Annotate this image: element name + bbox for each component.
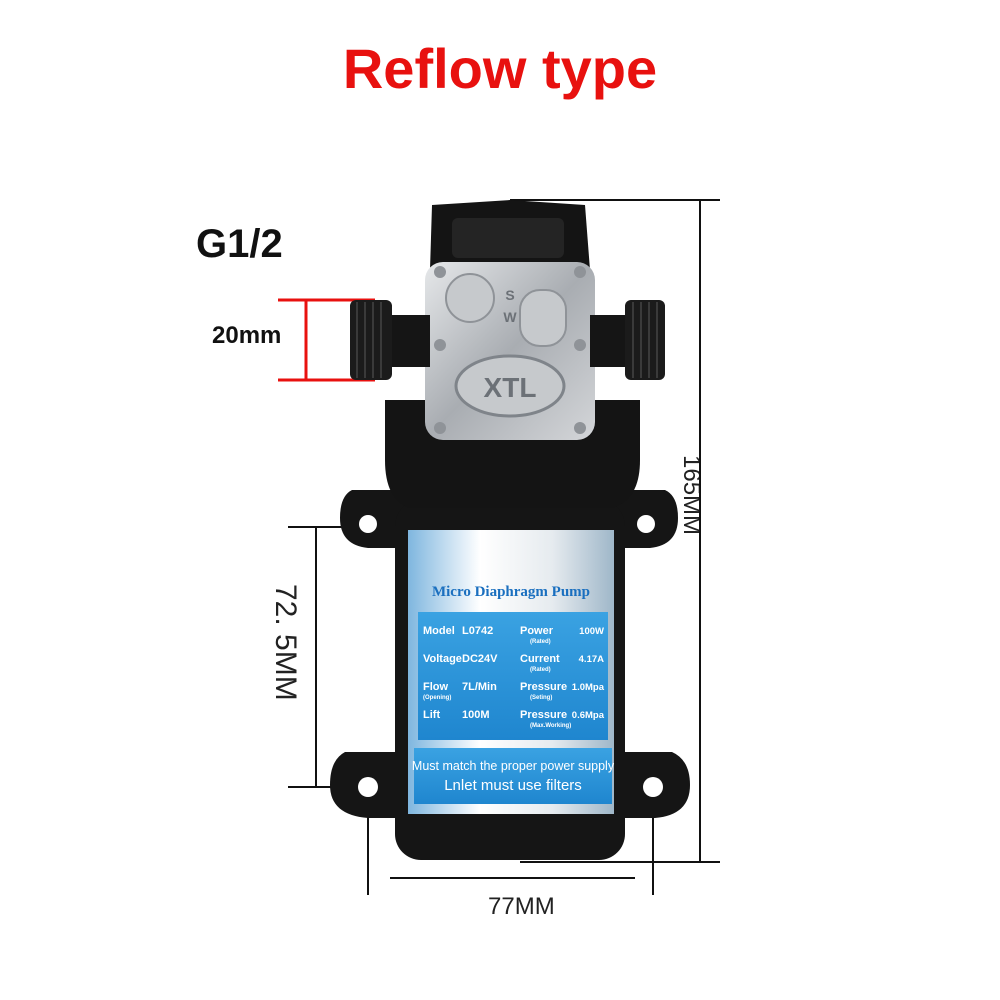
spec-key: Model xyxy=(423,625,455,637)
mount-hole-top-left xyxy=(359,515,377,533)
valve-mark-w: W xyxy=(503,309,517,325)
page-title: Reflow type xyxy=(342,37,658,100)
spec-value: L0742 xyxy=(462,625,493,637)
spec-key-2: Pressure xyxy=(520,709,567,721)
spec-key-2-note: (Seting) xyxy=(530,695,552,701)
inlet-port xyxy=(350,300,430,380)
outlet-port xyxy=(590,300,665,380)
spec-key-2: Power xyxy=(520,625,554,637)
mount-hole-bottom-right xyxy=(643,777,663,797)
spec-value: DC24V xyxy=(462,653,498,665)
mount-holes xyxy=(358,515,663,797)
valve-mark-s: S xyxy=(505,287,514,303)
spec-value-2: 4.17A xyxy=(579,654,604,665)
spec-key: Flow xyxy=(423,681,448,693)
spec-key-2-note: (Rated) xyxy=(530,667,551,673)
warning-panel xyxy=(414,748,612,804)
label-title: Micro Diaphragm Pump xyxy=(432,584,590,600)
spec-value-2: 100W xyxy=(579,626,604,637)
spec-key: Voltage xyxy=(423,653,462,665)
connector-cap xyxy=(452,218,564,258)
valve-cap-left xyxy=(445,273,495,323)
thread-size-label: G1/2 xyxy=(196,222,283,266)
spec-key-2-note: (Rated) xyxy=(530,639,551,645)
spec-key-2-note: (Max.Working) xyxy=(530,723,571,729)
spec-key-note: (Opening) xyxy=(423,695,451,701)
warning-filter: Lnlet must use filters xyxy=(444,777,582,794)
spec-panel xyxy=(418,612,608,740)
spec-value: 7L/Min xyxy=(462,681,497,693)
mount-hole-top-right xyxy=(637,515,655,533)
spec-value-2: 1.0Mpa xyxy=(572,682,605,693)
spec-key-2: Current xyxy=(520,653,560,665)
spec-key: Lift xyxy=(423,709,440,721)
motor-body xyxy=(395,500,625,860)
warning-power: Must match the proper power supply xyxy=(412,759,615,773)
spec-value-2: 0.6Mpa xyxy=(572,710,605,721)
mount-hole-bottom-left xyxy=(358,777,378,797)
inlet-dimension-label: 20mm xyxy=(212,322,282,349)
logo-plate xyxy=(454,354,566,418)
valve-cap-right xyxy=(519,289,567,347)
head-screws xyxy=(434,266,586,434)
spec-key-2: Pressure xyxy=(520,681,567,693)
spec-value: 100M xyxy=(462,709,490,721)
width-dimension-label: 77MM xyxy=(488,893,555,920)
pump-head xyxy=(385,200,640,508)
brand-logo: XTL xyxy=(484,372,537,403)
